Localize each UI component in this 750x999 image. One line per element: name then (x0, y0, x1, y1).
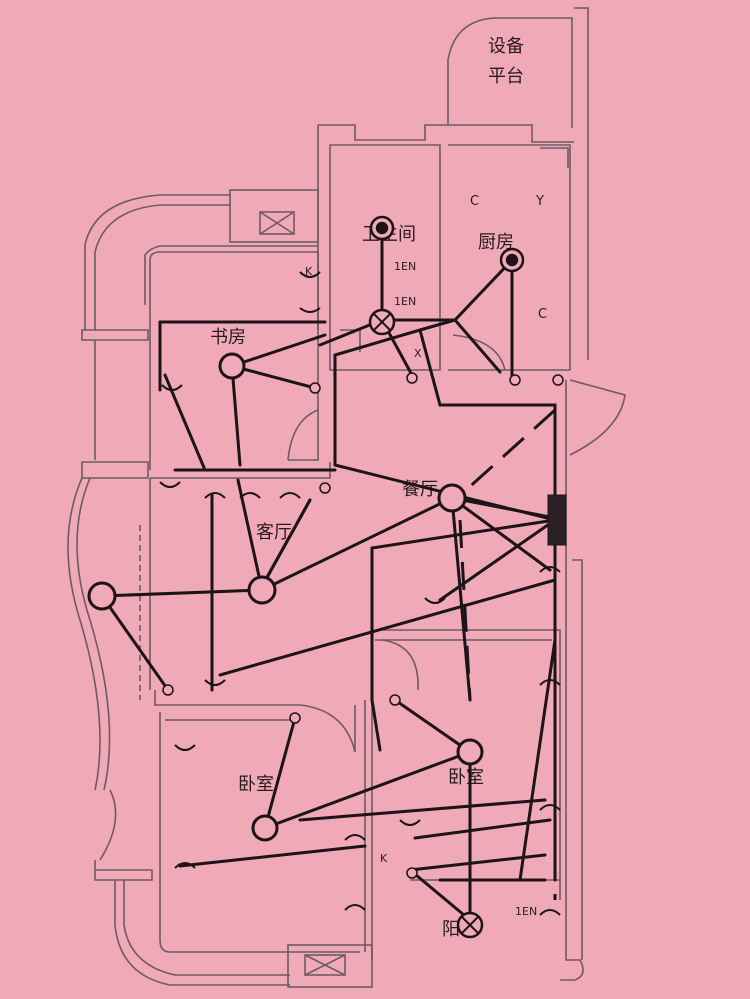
bathroom-wall (329, 144, 441, 371)
special-fixtures (368, 215, 525, 939)
wire-living-left (100, 588, 264, 598)
socket-living-4 (204, 679, 226, 686)
symbol-labels: 1EN 1EN 1EN C C Y X K K (305, 194, 547, 918)
sockets (159, 271, 561, 916)
bedroom2-door-arc (381, 639, 419, 691)
socket-study-2 (299, 271, 321, 278)
socket-study-1 (299, 307, 321, 313)
distribution-panel (547, 494, 567, 546)
equipment-platform-label-1: 设备 (488, 36, 524, 57)
kitchen-door-arc (452, 334, 506, 371)
switch-study (309, 382, 321, 394)
y-label-1: Y (535, 194, 544, 209)
socket-living-3 (279, 492, 301, 499)
socket-dining-1 (424, 597, 446, 604)
vent-grille-top (259, 211, 295, 235)
c-label-2: C (538, 307, 547, 322)
switch-balcony (406, 867, 418, 879)
socket-bedroom-l1 (174, 744, 196, 751)
k-label-1: K (305, 265, 313, 278)
switch-bedroom-left (289, 712, 301, 724)
x-label-1: X (414, 347, 422, 360)
bedroom-door-arc (299, 704, 356, 753)
kitchen-wall (448, 144, 571, 371)
bedroom-left-light (251, 814, 279, 842)
living-bay-light (87, 581, 117, 611)
socket-living-1 (204, 492, 226, 499)
socket-living-5 (159, 481, 181, 488)
socket-bedroom-r2 (539, 804, 561, 811)
bedroom-left-label: 卧室 (238, 774, 274, 795)
dining-ceiling-light (437, 483, 467, 513)
socket-bedroom-l4 (344, 904, 366, 911)
k-label-2: K (380, 852, 388, 865)
switch-bedroom-right (389, 694, 401, 706)
dashed-wires (210, 408, 557, 900)
equipment-platform-label-2: 平台 (488, 66, 524, 87)
living-label: 客厅 (256, 522, 292, 543)
light-fixtures (87, 352, 484, 842)
ien-label-1: 1EN (394, 260, 416, 273)
study-door-arc (287, 409, 319, 461)
switch-kitchen (509, 374, 521, 386)
socket-living-2 (239, 492, 261, 499)
ien-label-3: 1EN (515, 905, 537, 918)
kitchen-label: 厨房 (478, 232, 514, 253)
socket-balcony (539, 909, 561, 916)
ien-label-2: 1EN (394, 295, 416, 308)
wire-dining-panel (450, 496, 557, 520)
bedroom-right-label: 卧室 (448, 767, 484, 788)
socket-bedroom-l2 (174, 862, 196, 869)
living-ceiling-light (247, 575, 277, 605)
right-outer-wall (574, 7, 589, 360)
study-ceiling-light (218, 352, 246, 380)
balcony-label: 阳 (442, 919, 460, 940)
switch-entry (552, 374, 564, 386)
vent-box-top (229, 189, 319, 243)
socket-study-3 (161, 384, 183, 391)
entry-door (569, 379, 626, 456)
top-left-bay (84, 194, 230, 330)
vent-box-bottom (287, 944, 373, 988)
equipment-platform-wall (447, 17, 573, 128)
bedroom-right-light (456, 738, 484, 766)
bottom-left-bay (114, 880, 290, 986)
socket-bedroom-r3 (399, 819, 421, 826)
switches (162, 372, 564, 879)
socket-bedroom-r1 (539, 679, 561, 686)
left-wave-wall (67, 477, 101, 791)
socket-dining-2 (539, 566, 561, 573)
right-wall-lower (560, 380, 584, 981)
switch-living-2 (162, 684, 174, 696)
c-label-1: C (470, 194, 479, 209)
study-label: 书房 (210, 327, 246, 348)
socket-bedroom-l3 (344, 834, 366, 841)
switch-bath (406, 372, 418, 384)
switch-living (319, 482, 331, 494)
